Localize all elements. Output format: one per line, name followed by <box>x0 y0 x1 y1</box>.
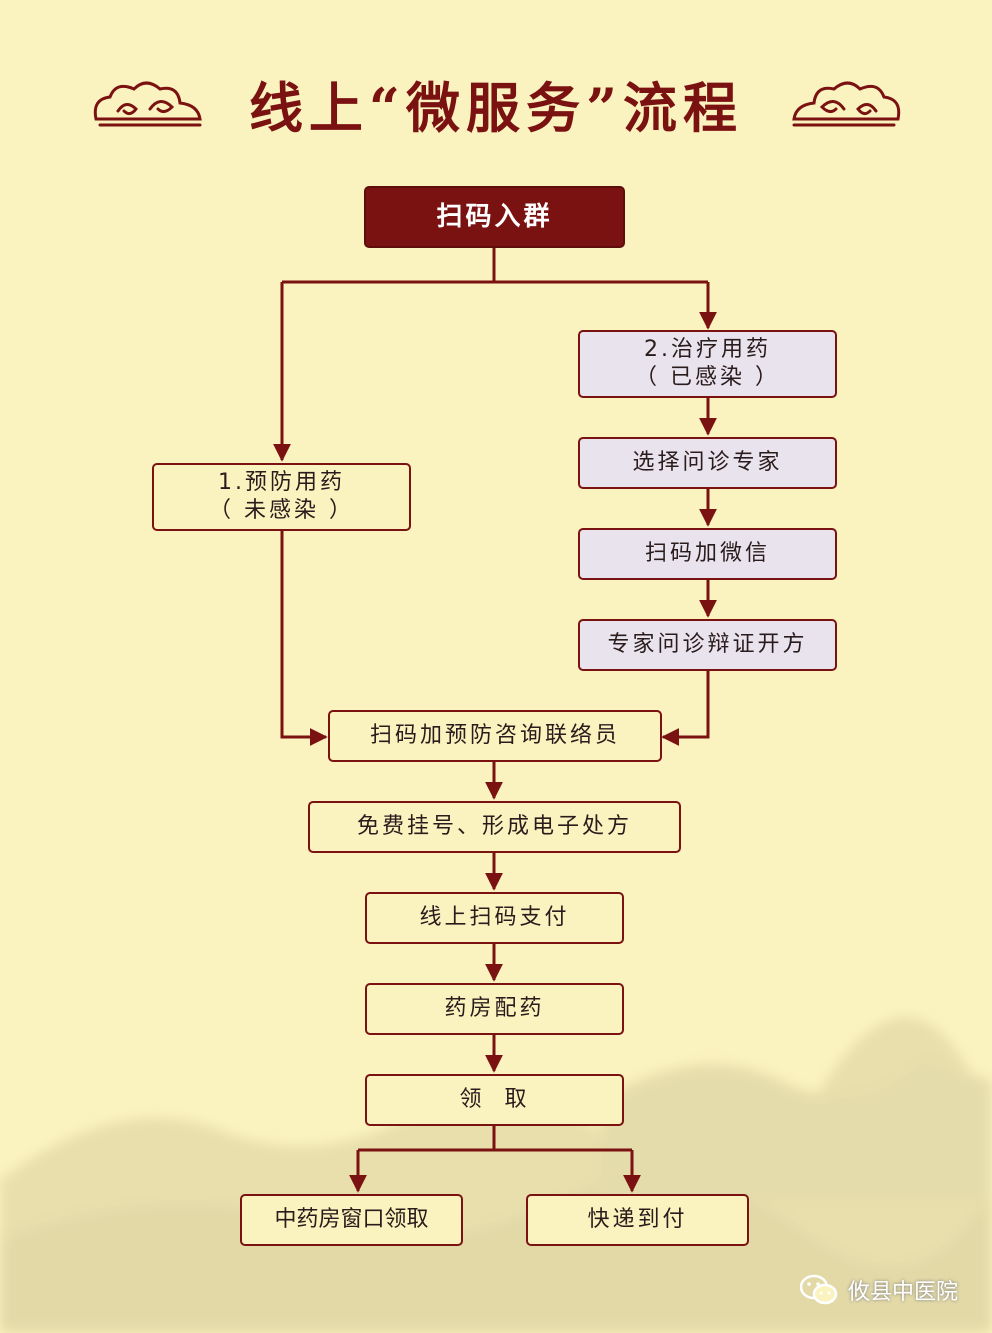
free-register-node: 免费挂号、形成电子处方 <box>308 801 681 853</box>
select-expert-node: 选择问诊专家 <box>578 437 837 489</box>
start-label: 扫码入群 <box>436 202 553 232</box>
wechat-icon <box>799 1274 838 1305</box>
branch2-title: 2.治疗用药 <box>644 337 771 362</box>
select-expert-label: 选择问诊专家 <box>632 450 783 475</box>
collect-node: 领 取 <box>365 1074 624 1126</box>
window-pickup-node: 中药房窗口领取 <box>240 1194 463 1246</box>
branch1-title: 1.预防用药 <box>218 470 345 495</box>
expert-prescribe-label: 专家问诊辩证开方 <box>607 632 808 657</box>
account-watermark: 攸县中医院 <box>799 1270 958 1310</box>
scan-wechat-label: 扫码加微信 <box>644 541 770 566</box>
collect-label: 领 取 <box>459 1087 530 1112</box>
online-pay-node: 线上扫码支付 <box>365 892 624 944</box>
online-pay-label: 线上扫码支付 <box>419 905 570 930</box>
auspicious-cloud-icon <box>792 81 901 127</box>
scan-contact-label: 扫码加预防咨询联络员 <box>369 723 620 748</box>
window-pickup-label: 中药房窗口领取 <box>274 1207 429 1232</box>
expert-prescribe-node: 专家问诊辩证开方 <box>578 619 837 671</box>
branch2-node: 2.治疗用药 （ 已感染 ） <box>578 330 837 398</box>
pharmacy-label: 药房配药 <box>444 996 545 1021</box>
auspicious-cloud-icon <box>93 81 202 127</box>
scan-contact-node: 扫码加预防咨询联络员 <box>328 710 662 762</box>
account-name: 攸县中医院 <box>847 1280 958 1305</box>
branch2-subtitle: （ 已感染 ） <box>635 365 780 390</box>
start-node: 扫码入群 <box>364 186 625 248</box>
pharmacy-node: 药房配药 <box>365 983 624 1035</box>
scan-wechat-node: 扫码加微信 <box>578 528 837 580</box>
express-node: 快递到付 <box>526 1194 749 1246</box>
express-label: 快递到付 <box>587 1207 688 1232</box>
branch1-node: 1.预防用药 （ 未感染 ） <box>152 463 411 531</box>
page-title: 线上“微服务”流程 <box>248 76 744 140</box>
branch1-subtitle: （ 未感染 ） <box>209 498 354 523</box>
free-register-label: 免费挂号、形成电子处方 <box>356 814 632 839</box>
